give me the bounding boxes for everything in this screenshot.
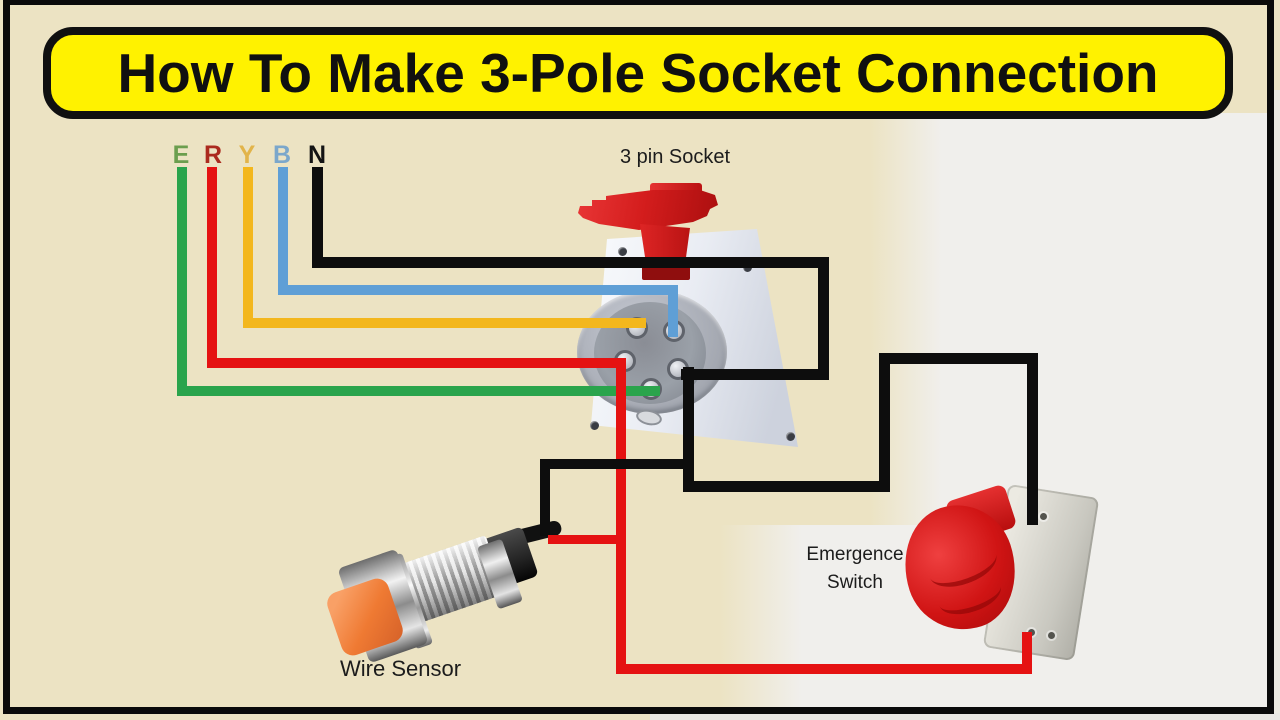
switch-screw-2 [1040,513,1047,520]
wire-sensor-black-segment [540,459,550,536]
wire-phase-blue-segment [278,285,678,295]
wire-live-red-segment [616,664,1032,674]
socket-screw-bottom-right [786,432,795,441]
socket-caption: 3 pin Socket [619,146,731,168]
outer-strip-bottom [650,713,1280,720]
wire-neutral-black-segment [311,256,829,268]
sensor-caption: Wire Sensor [340,656,462,681]
switch-caption-line1: Emergence [806,544,904,565]
page-title: How To Make 3-Pole Socket Connection [117,42,1159,104]
wire-phase-blue-segment [278,167,288,295]
wire-phase-yellow-segment [243,167,253,328]
wire-socket-to-switch-black-segment [1026,352,1038,525]
wire-sensor-black-segment [540,459,693,469]
outer-frame [3,0,1274,714]
wire-neutral-black-segment [817,256,829,380]
phase-label-N: N [307,141,327,169]
wire-socket-to-switch-black-segment [682,480,890,492]
socket-cap-foot [642,266,690,280]
wire-live-red-segment [616,358,626,674]
wire-earth-green-segment [177,386,660,396]
wire-neutral-black-segment [680,368,829,380]
socket-screw-bottom-left [590,421,599,430]
phase-label-Y: Y [238,141,256,169]
switch-screw-4 [1048,632,1055,639]
socket-screw-top-left [618,247,627,256]
wire-phase-yellow-segment [243,318,646,328]
wire-socket-to-switch-black-segment [682,366,694,492]
wire-phase-blue-segment [668,285,678,337]
outer-strip-right [1274,90,1280,720]
wire-earth-green-segment [177,167,187,396]
phase-label-B: B [272,141,292,169]
phase-label-R: R [203,141,223,169]
wire-live-red-segment [207,167,217,368]
phase-label-E: E [172,141,190,169]
wire-neutral-black-segment [311,166,323,268]
wire-live-red-segment [1022,632,1032,674]
wire-socket-to-switch-black-segment [878,352,890,492]
title-banner: How To Make 3-Pole Socket Connection [43,27,1233,119]
wire-socket-to-switch-black-segment [878,352,1038,364]
wire-sensor-red-segment [547,534,626,544]
switch-caption-line2: Switch [827,572,883,593]
wire-live-red-segment [207,358,626,368]
switch-caption: Emergence Switch [775,541,935,597]
socket-screw-top-right [743,263,752,272]
